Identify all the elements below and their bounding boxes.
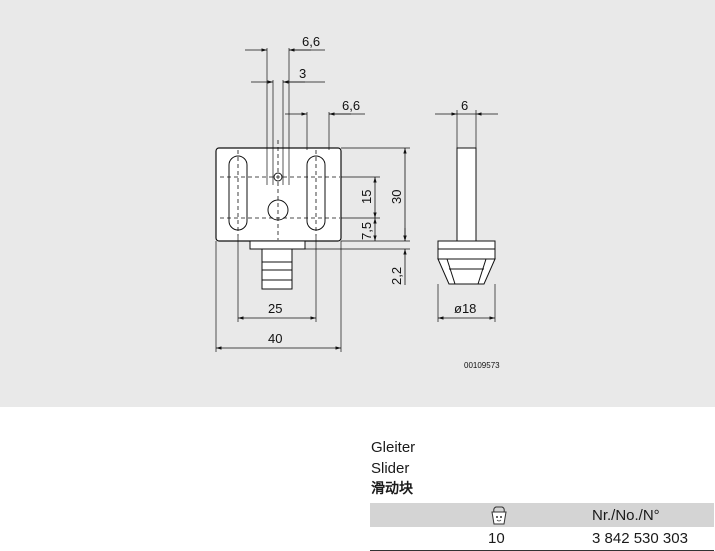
technical-drawing: 6,6 3 6,6 6 25 40 ø18 30 15 7,5 2,2 0010… [215, 34, 500, 370]
dim-top-6-6: 6,6 [302, 34, 320, 49]
table-header: Nr./No./N° [370, 503, 714, 527]
side-view [435, 110, 498, 322]
dim-side-6: 6 [461, 98, 468, 113]
dim-width-25: 25 [268, 301, 282, 316]
row-quantity: 10 [488, 530, 505, 547]
product-name-en: Slider [371, 460, 410, 477]
dim-mid-6-6: 6,6 [342, 98, 360, 113]
technical-drawing-panel: 6,6 3 6,6 6 25 40 ø18 30 15 7,5 2,2 0010… [0, 0, 715, 407]
front-view [215, 48, 410, 352]
dim-height-30: 30 [389, 190, 404, 204]
product-name-block: Gleiter Slider 滑动块 [371, 437, 715, 500]
product-name-de: Gleiter [371, 439, 416, 456]
product-name-cn: 滑动块 [371, 481, 413, 497]
dim-height-7-5: 7,5 [359, 222, 374, 240]
header-order-number: Nr./No./N° [592, 507, 660, 524]
dim-height-15: 15 [359, 190, 374, 204]
dim-width-40: 40 [268, 331, 282, 346]
package-quantity-icon [491, 506, 507, 525]
dim-diameter-18: ø18 [454, 301, 476, 316]
dim-height-2-2: 2,2 [389, 267, 404, 285]
dim-top-3: 3 [299, 66, 306, 81]
order-table: Nr./No./N° 10 3 842 530 303 [370, 503, 714, 551]
drawing-number: 00109573 [464, 361, 500, 370]
table-row: 10 3 842 530 303 [370, 527, 714, 551]
row-order-number: 3 842 530 303 [592, 530, 688, 547]
